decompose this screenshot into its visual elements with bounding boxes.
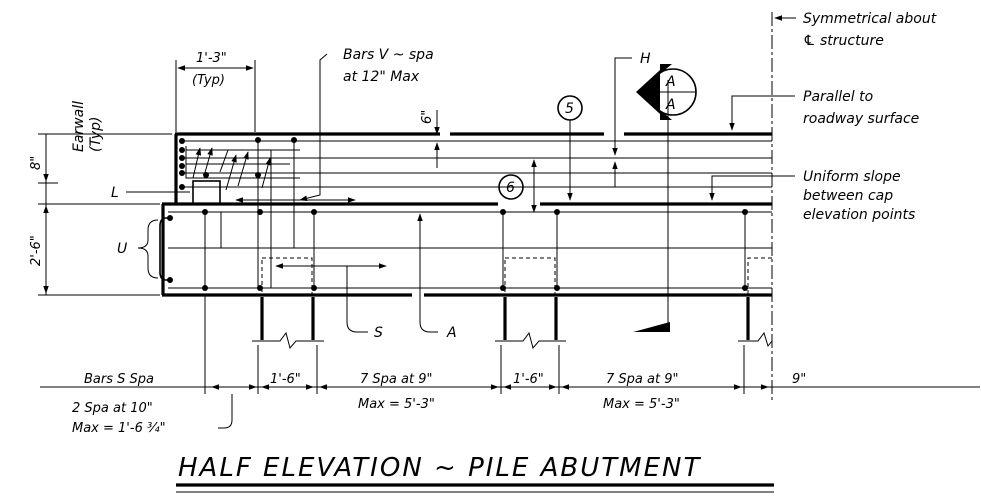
symmetrical-label-line2: ℄ structure <box>803 33 884 49</box>
typ-label: (Typ) <box>192 73 225 88</box>
spa-9-a-line1: 7 Spa at 9" <box>360 372 432 387</box>
spa-9-b-line2: Max = 5'-3" <box>603 397 680 412</box>
parallel-label-line2: roadway surface <box>803 111 919 127</box>
l-bar-label: L <box>111 185 119 201</box>
spa-10-line1: 2 Spa at 10" <box>72 401 153 416</box>
dim-2-6: 2'-6" <box>29 235 44 266</box>
bars-v-label-line2: at 12" Max <box>343 69 420 85</box>
bars-v-label-line1: Bars V ~ spa <box>343 47 434 63</box>
dim-9-inch: 9" <box>792 372 806 387</box>
bar-6-label: 6 <box>506 180 515 196</box>
typ-dimension: 1'-3" <box>196 51 227 66</box>
section-a-bottom: A <box>665 97 676 113</box>
spa-9-b-line1: 7 Spa at 9" <box>606 372 678 387</box>
dim-6-inch: 6" <box>420 110 435 124</box>
bar-callouts <box>498 95 583 200</box>
u-bar-label: U <box>117 241 127 257</box>
section-cut-a <box>633 64 697 332</box>
h-label: H <box>640 51 651 67</box>
dim-1-6-b: 1'-6" <box>513 372 544 387</box>
symmetrical-label-line1: Symmetrical about <box>803 11 937 27</box>
dim-8-inch: 8" <box>29 156 44 170</box>
piles <box>252 257 773 350</box>
dimension-lines <box>38 60 980 394</box>
earwall-typ-label: (Typ) <box>88 117 104 152</box>
leaders <box>126 53 795 429</box>
uniform-label-line1: Uniform slope <box>803 169 901 185</box>
dim-1-6-a: 1'-6" <box>270 372 301 387</box>
parallel-label-line1: Parallel to <box>803 89 873 105</box>
section-a-top: A <box>665 74 676 90</box>
drawing-title: HALF ELEVATION ~ PILE ABUTMENT <box>178 453 701 483</box>
spa-9-a-line2: Max = 5'-3" <box>358 397 435 412</box>
bars-s-spa-label: Bars S Spa <box>84 372 154 387</box>
bar-dots <box>167 137 748 291</box>
s-bar-label: S <box>374 325 383 341</box>
a-label: A <box>446 325 457 341</box>
reinforcing-bars <box>159 140 772 289</box>
spa-10-line2: Max = 1'-6 ¾" <box>72 421 166 436</box>
earwall-label: Earwall <box>71 101 87 152</box>
bar-5-label: 5 <box>565 101 574 117</box>
uniform-label-line2: between cap <box>803 188 893 204</box>
uniform-label-line3: elevation points <box>803 207 915 223</box>
centerline <box>771 12 796 400</box>
